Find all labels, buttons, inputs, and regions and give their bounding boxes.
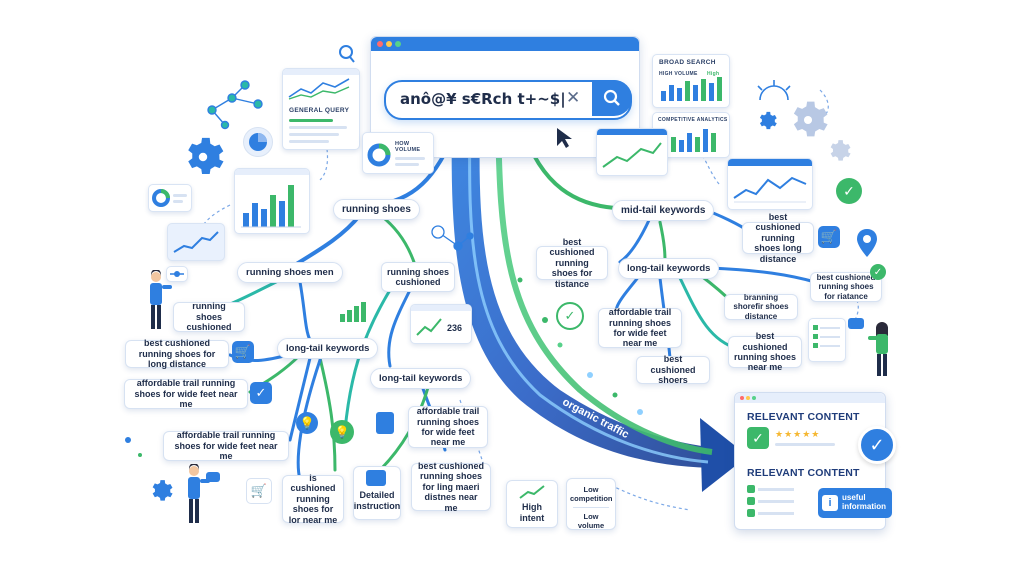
stat-236-value: 236 xyxy=(447,323,463,333)
slider-widget xyxy=(166,266,188,282)
bar-chart-card xyxy=(234,168,310,234)
pie-chart-badge xyxy=(243,127,273,157)
search-bar[interactable]: anô@¥ s€Rch t+~$| ✕ xyxy=(384,80,632,120)
speech-bubble-bottom xyxy=(206,472,220,482)
node-affordable-trail-right[interactable]: affordable trail running shoes for wide … xyxy=(598,307,682,348)
gear-icon-grey xyxy=(830,140,851,161)
broad-search-label: BROAD SEARCH xyxy=(659,59,716,66)
relevant-content-heading-1: RELEVANT CONTENT xyxy=(747,411,860,423)
flow-light-stream xyxy=(468,117,709,464)
sparkle-icon xyxy=(757,80,791,101)
analytics-dashboard-card xyxy=(727,158,813,210)
check-icon[interactable]: ✓ xyxy=(250,382,272,404)
competitive-analytics-label: COMPETITIVE ANALYTICS xyxy=(658,117,728,123)
close-icon[interactable]: ✕ xyxy=(566,88,581,107)
person-left-figure xyxy=(150,270,172,329)
node-running-shoes-cushioned-center[interactable]: running shoes cushioned xyxy=(381,262,455,292)
node-long-tail-center[interactable]: long-tail keywords xyxy=(370,368,472,389)
gear-icon-bottom xyxy=(152,480,173,501)
node-best-cushioned-ling[interactable]: best cushioned running shoes for ling ma… xyxy=(411,461,491,513)
node-best-cushioned-shoers[interactable]: best cushioned shoers xyxy=(636,354,710,385)
check-circle-badge: ✓ xyxy=(858,426,896,464)
node-long-tail-left[interactable]: long-tail keywords xyxy=(277,338,379,359)
lightbulb-icon: 💡 xyxy=(296,412,318,434)
check-badge: ✓ xyxy=(836,178,862,204)
node-best-cushioned-long-distance-left[interactable]: best cushioned running shoes for long di… xyxy=(125,338,229,369)
node-long-tail-keywords-right[interactable]: long-tail keywords xyxy=(618,258,720,279)
clipboard-icon xyxy=(376,412,394,434)
useful-information-label: useful information xyxy=(842,493,886,511)
how-volume-card: HOW VOLUME xyxy=(362,132,434,174)
window-dot-yellow[interactable] xyxy=(386,41,392,47)
node-branning-shoes[interactable]: branning shorefir shoes distance xyxy=(724,293,798,321)
high-volume-label: HIGH VOLUME xyxy=(659,71,698,77)
location-pin-icon xyxy=(857,229,877,257)
search-button[interactable] xyxy=(592,80,632,116)
useful-information-badge: i useful information xyxy=(818,488,892,518)
cursor-icon xyxy=(557,128,572,148)
main-flow-arrowhead xyxy=(700,418,748,492)
general-query-card: GENERAL QUERY xyxy=(282,68,360,150)
speech-bubble xyxy=(848,318,864,329)
stat-236-card: 236 xyxy=(410,304,472,344)
growth-bars-icon xyxy=(338,298,368,329)
broad-search-card: BROAD SEARCH HIGH VOLUME High xyxy=(652,54,730,108)
donut-stat-card xyxy=(148,184,192,212)
person-bottom-figure xyxy=(188,464,210,523)
node-mid-tail-keywords[interactable]: mid-tail keywords xyxy=(612,200,715,221)
gear-icon-small xyxy=(759,111,777,130)
magnifier-icon xyxy=(339,45,355,63)
node-best-cushioned-long-distance-right[interactable]: best cushioned running shoes long distan… xyxy=(742,212,814,264)
high-label: High xyxy=(707,71,720,77)
network-graph-icon xyxy=(207,80,263,130)
trend-chart-card xyxy=(167,223,225,261)
gear-icon xyxy=(188,137,224,175)
person-right-figure xyxy=(868,322,888,376)
general-query-label: GENERAL QUERY xyxy=(289,107,350,114)
node-running-shoes-cushioned-left[interactable]: running shoes cushioned xyxy=(173,301,245,332)
node-running-shoes[interactable]: running shoes xyxy=(333,199,420,220)
node-affordable-trail-center[interactable]: affordable trail running shoes for wide … xyxy=(408,406,488,448)
cart-icon[interactable]: 🛒 xyxy=(232,341,254,363)
node-affordable-trail-left[interactable]: affordable trail running shoes for wide … xyxy=(124,378,248,409)
cart-icon-bottom[interactable]: 🛒 xyxy=(246,478,272,504)
high-intent-chart xyxy=(519,485,545,499)
panel-titlebar xyxy=(735,393,885,403)
checklist-card xyxy=(808,318,846,362)
check-badge-small: ✓ xyxy=(870,264,886,280)
relevant-content-heading-2: RELEVANT CONTENT xyxy=(747,467,860,479)
search-icon xyxy=(603,89,620,106)
lightbulb-icon-green: 💡 xyxy=(330,420,354,444)
cart-icon-right[interactable]: 🛒 xyxy=(818,226,840,248)
info-icon: i xyxy=(822,495,838,511)
network-node-icon xyxy=(431,225,474,251)
growth-chart-card xyxy=(596,128,668,176)
window-dot-red[interactable] xyxy=(377,41,383,47)
star-rating: ★★★★★ xyxy=(775,429,821,439)
low-volume-label: Low volume xyxy=(577,512,605,530)
search-input[interactable]: anô@¥ s€Rch t+~$| xyxy=(400,90,566,108)
map-pin-badge xyxy=(366,470,386,486)
node-best-cushioned-tistance[interactable]: best cushioned running shoes for tistanc… xyxy=(536,237,608,289)
node-high-intent[interactable]: High intent xyxy=(506,480,558,528)
browser-titlebar xyxy=(371,37,639,51)
node-best-cushioned-near-me[interactable]: best cushioned running shoes near me xyxy=(728,331,802,372)
node-running-shoes-men[interactable]: running shoes men xyxy=(237,262,343,283)
flow-green-stream xyxy=(495,117,713,455)
node-best-cushioned-riatance[interactable]: best cushioned running shoes for riatanc… xyxy=(810,272,882,302)
main-flow-band xyxy=(451,118,720,468)
relevant-content-panel: RELEVANT CONTENT ✓ ★★★★★ RELEVANT CONTEN… xyxy=(734,392,886,530)
check-circle-icon: ✓ xyxy=(556,302,584,330)
low-competition-label: Low competition xyxy=(570,485,613,503)
mini-line-chart xyxy=(288,78,350,100)
window-dot-green[interactable] xyxy=(395,41,401,47)
how-volume-label: HOW VOLUME xyxy=(395,141,421,153)
node-is-cushioned[interactable]: is cushioned running shoes for lor near … xyxy=(282,473,344,525)
low-stats-card: Low competition Low volume xyxy=(566,478,616,530)
node-affordable-trail-bottom-left[interactable]: affordable trail running shoes for wide … xyxy=(163,430,289,461)
check-box-icon: ✓ xyxy=(747,427,769,449)
gear-icon-large xyxy=(793,101,828,137)
